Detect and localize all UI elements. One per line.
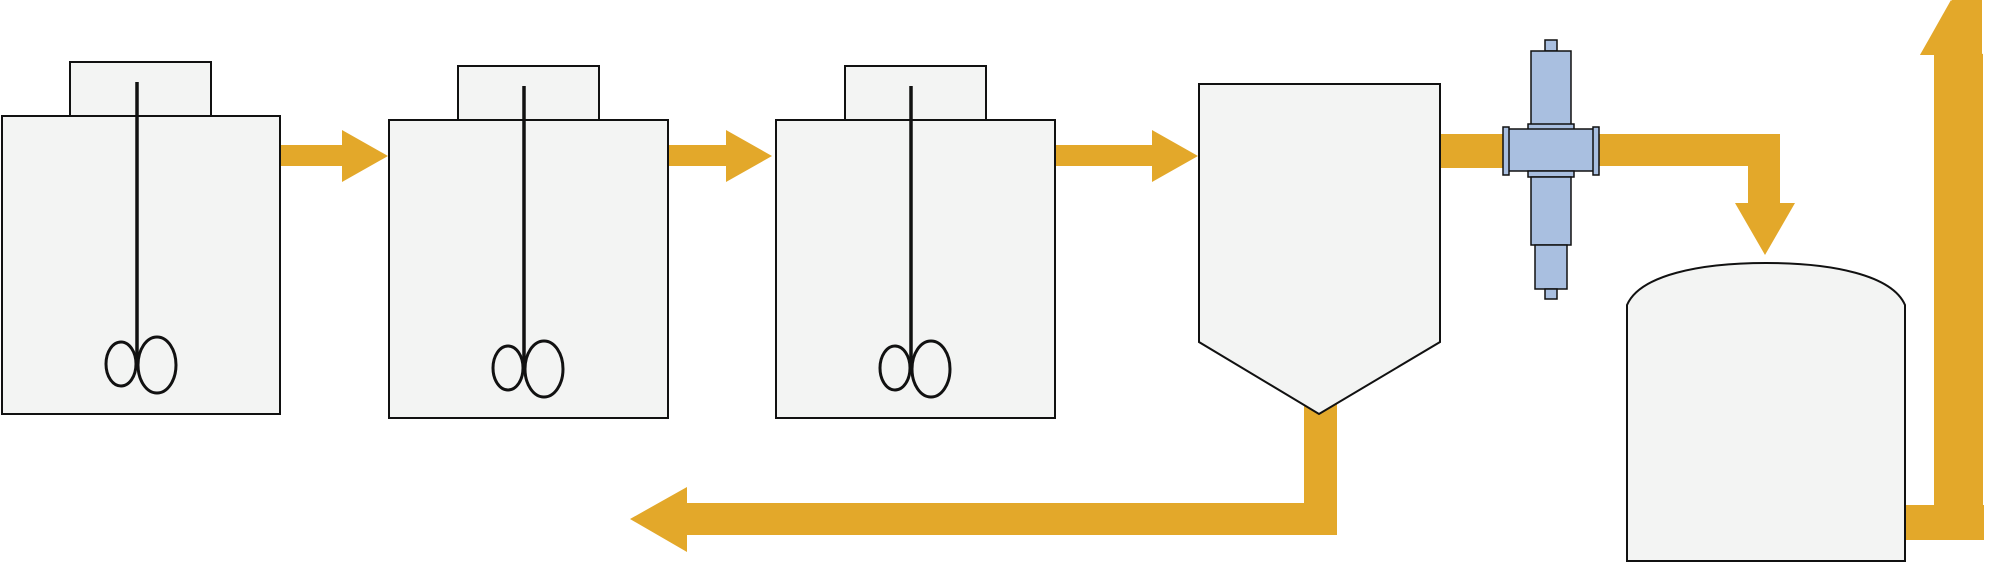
flow-arrow-storage-outlet-up <box>1905 0 1982 505</box>
flow-arrow-up-head <box>1920 0 1983 55</box>
flow-arrow-tank2-to-tank3 <box>668 130 772 182</box>
filter-bottom-stem <box>1534 244 1568 290</box>
motor-housing <box>844 65 987 121</box>
motor-housing <box>457 65 600 121</box>
flow-pipe-outlet-riser <box>1966 54 1983 540</box>
impeller-blade-right <box>523 339 565 399</box>
tank-body <box>1 115 281 415</box>
motor-housing <box>69 61 212 117</box>
impeller-blade-right <box>910 339 952 399</box>
filter-body <box>1507 128 1595 172</box>
stirred-tank-1 <box>1 61 281 415</box>
filter-flange-left <box>1502 126 1510 176</box>
inline-filter <box>1502 39 1600 300</box>
flow-pipe-settler-to-filter <box>1440 134 1510 168</box>
settling-tank <box>1198 83 1441 416</box>
impeller-blade-right <box>136 335 178 395</box>
filter-top-cap <box>1544 39 1558 52</box>
stirred-tank-3 <box>775 65 1056 419</box>
tank-body <box>388 119 669 419</box>
flow-arrow-filter-to-storage <box>1595 134 1795 255</box>
flow-arrow-tank1-to-tank2 <box>280 130 388 182</box>
filter-top-leg <box>1530 50 1572 126</box>
stirred-tank-2 <box>388 65 669 419</box>
filter-flange-right <box>1592 126 1600 176</box>
tank-body <box>775 119 1056 419</box>
filter-bottom-leg <box>1530 176 1572 246</box>
impeller-blade-left <box>878 344 912 392</box>
impeller-blade-left <box>104 340 138 388</box>
impeller-blade-left <box>491 344 525 392</box>
flow-arrows <box>280 0 1984 552</box>
storage-tank-body <box>1626 261 1906 562</box>
settler-body <box>1198 83 1441 416</box>
storage-tank <box>1626 261 1906 562</box>
filter-collar-bottom <box>1527 170 1575 178</box>
filter-bottom-cap <box>1544 288 1558 300</box>
flow-arrow-tank3-to-settler <box>1055 130 1198 182</box>
flow-pipe-storage-outlet <box>1905 505 1984 540</box>
flow-arrow-settler-outlet-left <box>630 400 1337 552</box>
